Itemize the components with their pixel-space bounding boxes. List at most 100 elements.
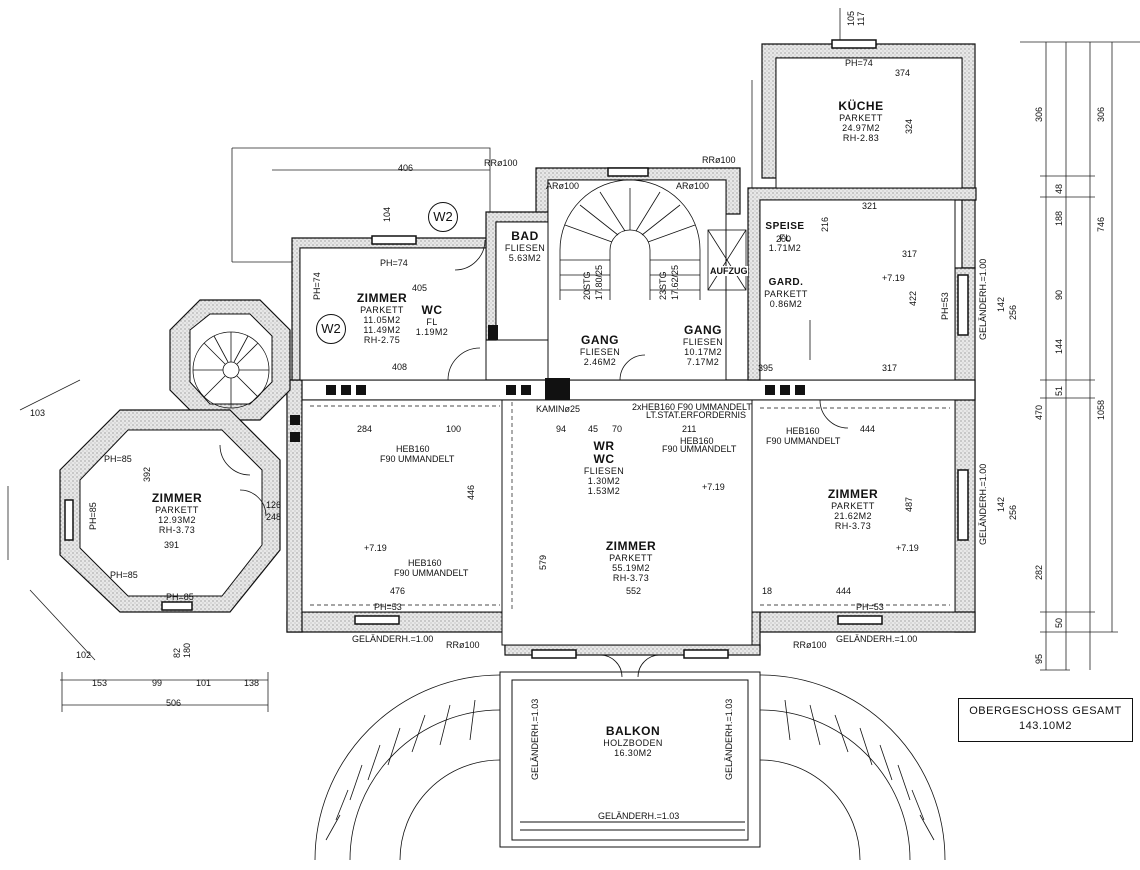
room-gard-floor: PARKETT: [764, 289, 808, 299]
room-zimmer-nw: ZIMMER PARKETT 11.05M2 11.49M2 RH-2.75: [352, 292, 412, 346]
room-gang-small-name: GANG: [581, 333, 619, 347]
level-mark-1: +7.19: [364, 543, 387, 553]
room-zimmer-nw-floor: PARKETT: [360, 305, 404, 315]
parapet-label-3: PH=74: [312, 272, 322, 300]
room-speise-area: 1.71M2: [768, 243, 802, 253]
railing-label-5: GELÄNDERH.=1.03: [598, 811, 680, 821]
railing-label-3: GELÄNDERH.=1.00: [978, 258, 988, 340]
dim-248: 248: [266, 512, 282, 522]
annotation-heb-e: HEB160: [786, 426, 820, 436]
room-gang: GANG FLIESEN 10.17M2 7.17M2: [672, 323, 734, 368]
room-gang-area: 10.17M2: [684, 347, 722, 357]
dim-746: 746: [1096, 216, 1106, 232]
railing-label-7: GELÄNDERH.=1.03: [724, 698, 734, 780]
total-area-value: 143.10M2: [1019, 720, 1072, 732]
room-zimmer-octa-height: RH-3.73: [158, 525, 196, 535]
room-balkon-floor: HOLZBODEN: [603, 738, 663, 748]
room-gang-name: GANG: [684, 323, 722, 337]
beams: [310, 402, 950, 610]
dim-200: 200: [776, 234, 792, 244]
room-wr-wc-floor: FLIESEN: [583, 466, 625, 476]
dim-102: 102: [76, 650, 92, 660]
room-balkon-area: 16.30M2: [614, 748, 652, 758]
dim-99: 99: [152, 678, 163, 688]
curved-stairs: [314, 674, 946, 861]
dim-216: 216: [820, 216, 830, 232]
rr-label-4: RRø100: [793, 640, 827, 650]
annotation-f90-c: F90 UMMANDELT: [662, 444, 737, 454]
room-kueche-area: 24.97M2: [842, 123, 880, 133]
room-wr-wc: WR WC FLIESEN 1.30M2 1.53M2: [576, 439, 632, 497]
dim-50: 50: [1054, 617, 1064, 628]
room-zimmer-main: ZIMMER PARKETT 55.19M2 RH-3.73: [596, 540, 666, 584]
dim-306-b: 306: [1096, 106, 1106, 122]
dim-395: 395: [758, 363, 774, 373]
dim-306-a: 306: [1034, 106, 1044, 122]
room-zimmer-main-height: RH-3.73: [612, 573, 650, 583]
dim-446: 446: [466, 484, 476, 500]
dim-144: 144: [1054, 338, 1064, 354]
main-staircase: [559, 179, 747, 300]
stair-label-1b: 17.80/25: [594, 264, 604, 300]
dim-45: 45: [588, 424, 599, 434]
dim-188: 188: [1054, 210, 1064, 226]
room-gard-area: 0.86M2: [769, 299, 803, 309]
railing-label-6: GELÄNDERH.=1.03: [530, 698, 540, 780]
dim-211: 211: [682, 424, 697, 434]
room-gang-floor: FLIESEN: [682, 337, 724, 347]
parapet-label-5: PH=53: [856, 602, 884, 612]
dim-324: 324: [904, 118, 914, 134]
dim-487: 487: [904, 496, 914, 512]
room-zimmer-octa-area: 12.93M2: [158, 515, 196, 525]
room-wr-wc-area2: 1.53M2: [587, 486, 621, 496]
room-gang-small-area: 2.46M2: [583, 357, 617, 367]
dim-506: 506: [166, 698, 182, 708]
parapet-label-7: PH=85: [166, 592, 194, 602]
annotation-f90-w2: F90 UMMANDELT: [394, 568, 469, 578]
room-gang-small-floor: FLIESEN: [579, 347, 621, 357]
dim-317-b: 317: [882, 363, 898, 373]
dim-392: 392: [142, 466, 152, 482]
dim-70: 70: [612, 424, 623, 434]
room-balkon-name: BALKON: [605, 724, 661, 738]
room-wc-nw-floor: FL: [426, 317, 438, 327]
windows: [64, 39, 969, 659]
spiral-stair: [192, 331, 270, 409]
dim-282: 282: [1034, 564, 1044, 580]
dim-422: 422: [908, 290, 918, 306]
total-area-label: OBERGESCHOSS GESAMT: [969, 705, 1122, 717]
dim-444-b: 444: [836, 586, 852, 596]
level-mark-4: +7.19: [882, 273, 905, 283]
dim-284: 284: [357, 424, 373, 434]
dim-142-a: 142: [996, 296, 1006, 312]
balcony: [499, 671, 761, 848]
shafts: [290, 325, 805, 442]
ar-label-2: ARø100: [676, 181, 710, 191]
room-zimmer-east-area: 21.62M2: [834, 511, 872, 521]
room-zimmer-nw-area: 11.05M2: [363, 315, 401, 325]
dim-408: 408: [392, 362, 408, 372]
stair-label-2b: 17.62/25: [670, 264, 680, 300]
room-balkon: BALKON HOLZBODEN 16.30M2: [596, 724, 670, 759]
room-bad-floor: FLIESEN: [504, 243, 546, 253]
stair-label-1: 20STG: [582, 271, 592, 300]
dim-321: 321: [862, 201, 878, 211]
doors: [219, 239, 849, 678]
dim-444-a: 444: [860, 424, 876, 434]
dim-1058: 1058: [1096, 399, 1106, 420]
room-bad-area: 5.63M2: [508, 253, 542, 263]
level-mark-2: +7.19: [702, 482, 725, 492]
dim-94: 94: [556, 424, 567, 434]
dim-117: 117: [856, 11, 866, 26]
ar-label-1: ARø100: [546, 181, 580, 191]
annotation-kamin: KAMINø25: [536, 404, 581, 414]
dim-126: 126: [266, 500, 282, 510]
annotation-lt-stat: LT.STAT.ERFORDERNIS: [646, 410, 747, 420]
room-gard: GARD. PARKETT 0.86M2: [762, 276, 810, 309]
room-kueche-floor: PARKETT: [839, 113, 883, 123]
dim-256-a: 256: [1008, 304, 1018, 320]
room-wr-wc-area: 1.30M2: [587, 476, 621, 486]
room-wr-name: WR: [593, 439, 615, 453]
rr-label-3: RRø100: [446, 640, 480, 650]
